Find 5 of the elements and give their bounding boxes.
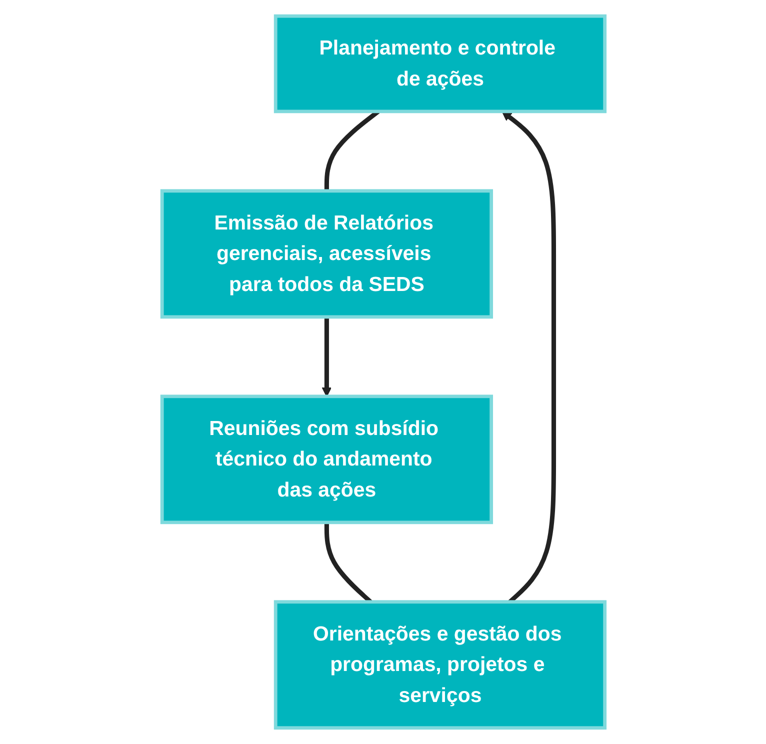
arrow [321,316,332,397]
node-box: Emissão de Relatórios gerenciais, acessíveis para todos da SEDS [160,189,493,319]
node-box: Planejamento e controle de ações [273,14,606,114]
node-box: Reuniões com subsídio técnico do andamento das ações [160,394,493,524]
node-box: Orientações e gestão dos programas, projetos e serviços [273,600,606,730]
